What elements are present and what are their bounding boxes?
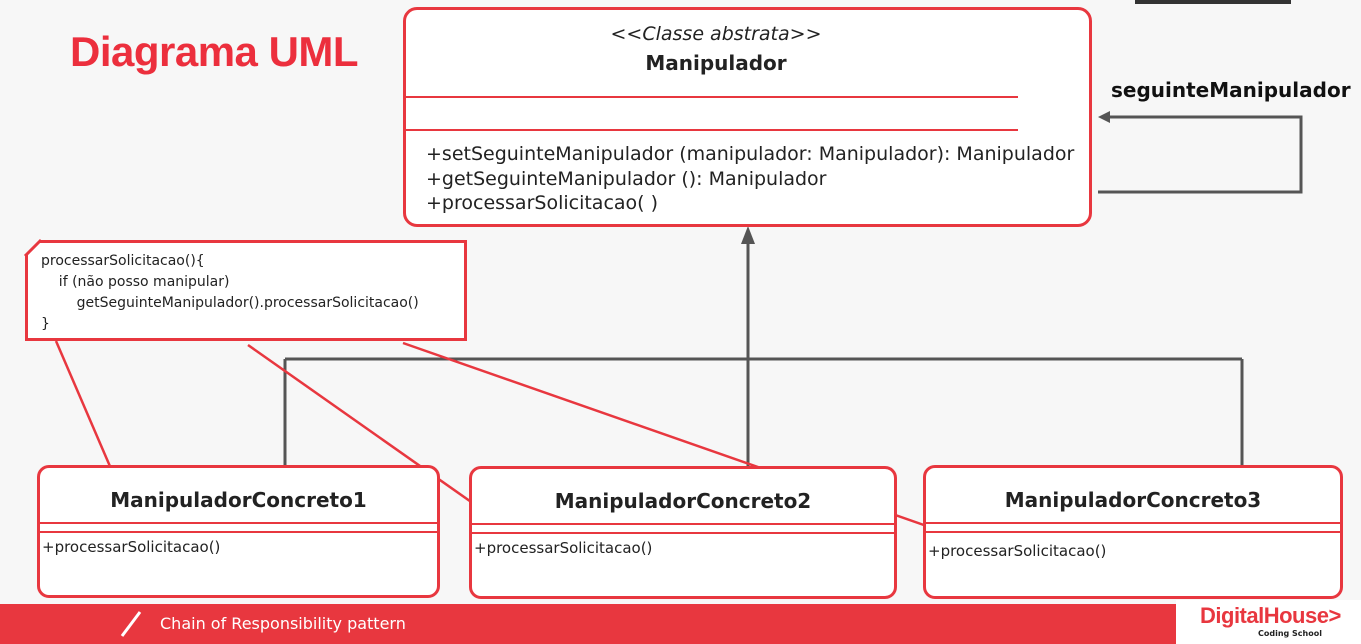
logo-background [1176,600,1361,644]
concrete-1-sep-a [40,522,437,524]
association-label: seguinteManipulador [1111,78,1351,102]
abstract-class-name: Manipulador [645,51,787,75]
class-stereotype: <<Classe abstrata>> [610,23,822,45]
self-association-line [1098,115,1303,194]
footer-bar [0,604,1361,644]
abstract-class-box: <<Classe abstrata>> Manipulador +setSegu… [403,7,1092,227]
concrete-class-3: ManipuladorConcreto3 +processarSolicitac… [923,465,1343,599]
concrete-class-2-method: +processarSolicitacao() [474,539,653,557]
digitalhouse-logo: DigitalHouse> [1200,603,1341,628]
logo-tagline: Coding School [1258,629,1322,638]
note-code: processarSolicitacao(){ if (não posso ma… [41,253,419,332]
attributes-separator [406,96,1018,98]
concrete-class-2: ManipuladorConcreto2 +processarSolicitac… [469,466,897,599]
method-processar: +processarSolicitacao( ) [426,192,659,214]
concrete-class-2-name: ManipuladorConcreto2 [554,489,812,513]
inheritance-arrowhead [741,226,755,244]
self-association-arrowhead [1098,111,1110,123]
concrete-class-1-name: ManipuladorConcreto1 [110,488,367,512]
footer-caption: Chain of Responsibility pattern [160,614,406,633]
method-set-seguinte: +setSeguinteManipulador (manipulador: Ma… [426,143,1075,165]
concrete-class-1-method: +processarSolicitacao() [42,538,221,556]
method-get-seguinte: +getSeguinteManipulador (): Manipulador [426,168,827,190]
concrete-2-sep-b [472,532,894,534]
webcam-overlay [1135,0,1291,4]
concrete-2-sep-a [472,523,894,525]
concrete-1-sep-b [40,531,437,533]
code-note: processarSolicitacao(){ if (não posso ma… [25,240,467,341]
concrete-3-sep-a [926,522,1340,524]
concrete-class-1: ManipuladorConcreto1 +processarSolicitac… [37,465,440,598]
slide-title: Diagrama UML [70,28,359,75]
footer-slash-icon [120,611,142,637]
concrete-class-3-method: +processarSolicitacao() [928,542,1107,560]
concrete-3-sep-b [926,531,1340,533]
methods-separator [406,129,1018,131]
concrete-class-3-name: ManipuladorConcreto3 [1004,488,1262,512]
